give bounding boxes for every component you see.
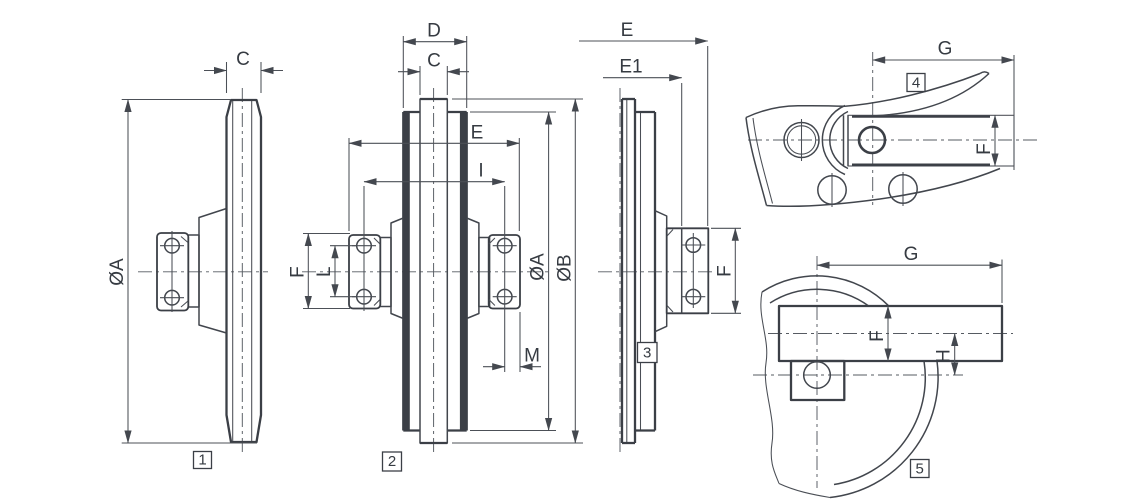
dimension-g: G (816, 244, 1003, 303)
dimension-m: M (483, 312, 541, 372)
dim-label-h: H (934, 349, 955, 363)
view-number-2: 2 (388, 453, 396, 470)
view-number-box (906, 72, 926, 93)
hub (466, 217, 480, 320)
dimension-i: I (363, 161, 506, 372)
view-5-frame-mount-side: G F H 5 (753, 244, 1013, 499)
dim-label-dia-b: ØB (554, 254, 575, 281)
hub (198, 207, 227, 334)
dimension-e: E (579, 20, 709, 226)
dim-label-c: C (427, 51, 441, 72)
dimension-e1: E1 (603, 57, 683, 226)
dimension-e: E (348, 123, 520, 231)
dimension-c: C (204, 49, 283, 93)
break-line (778, 483, 831, 499)
view-number-box (192, 450, 213, 470)
bearing-collar (187, 234, 200, 308)
frame-arc-inner (769, 288, 870, 307)
dimension-g: G (872, 39, 1015, 170)
view-1-wheel-side-elevation: C ØA 1 (107, 49, 283, 470)
dimension-f: F (867, 305, 892, 362)
view-number-1: 1 (198, 452, 206, 469)
frame-arm-tip-outer (844, 72, 981, 108)
frame-arm-top-edge (745, 104, 846, 119)
view-3-wheel-side-elevation: E E1 F 3 (579, 20, 741, 455)
view-number-5: 5 (916, 461, 924, 478)
shaft-housing (789, 359, 846, 402)
dim-label-e: E (471, 123, 484, 144)
dim-label-g: G (904, 244, 919, 265)
dimension-l: L (314, 245, 356, 298)
dim-label-e1: E1 (619, 57, 642, 78)
dimension-f: F (974, 114, 999, 167)
dim-label-m: M (524, 346, 540, 367)
dimension-d: D (402, 21, 468, 108)
dim-label-d: D (427, 21, 441, 42)
view-number-box (909, 458, 930, 479)
dim-label-l: L (314, 266, 335, 277)
frame-arc-lower-outer (829, 360, 939, 499)
dim-label-dia-a: ØA (107, 258, 128, 286)
dimension-h: H (934, 333, 959, 376)
mounting-bracket (665, 227, 710, 315)
tread-section (419, 97, 449, 445)
view-number-4: 4 (912, 75, 920, 92)
dimension-dia-a: ØA (470, 111, 556, 432)
break-line (752, 117, 774, 204)
idler-shaft (857, 125, 887, 155)
dim-label-f: F (287, 266, 308, 278)
wheel-outline (225, 98, 263, 444)
view-4-frame-mount-plan: G F 4 (745, 39, 1040, 208)
dim-label-f: F (974, 143, 995, 155)
frame-arm-bottom-edge (766, 167, 1001, 208)
fork-boss-outer (821, 104, 846, 176)
break-line (760, 291, 780, 484)
dim-label-g: G (938, 39, 953, 60)
frame-arc-lower-inner (833, 360, 927, 486)
mounting-bracket (348, 234, 382, 310)
view-2-wheel-front-section: D C E I F (287, 21, 583, 472)
hub (390, 217, 404, 320)
idler-shaft (802, 360, 832, 390)
dim-label-f: F (867, 330, 888, 342)
dim-label-dia-a: ØA (528, 253, 549, 281)
dim-label-e: E (621, 20, 634, 41)
rim-section (402, 110, 468, 432)
dim-label-f: F (714, 265, 735, 277)
view-number-box (381, 451, 403, 472)
dimension-f: F (287, 232, 350, 310)
dimension-dia-a: ØA (107, 98, 257, 444)
dim-label-c: C (236, 49, 250, 70)
view-number-box (636, 341, 658, 364)
dimension-dia-b: ØB (452, 98, 583, 444)
dimension-f: F (711, 227, 741, 314)
mounting-bracket (156, 232, 190, 312)
dimension-c: C (398, 51, 469, 95)
view-number-3: 3 (643, 345, 651, 362)
frame-arc-outer (761, 275, 890, 307)
break-line (745, 117, 768, 206)
hub (654, 210, 668, 333)
fork-boss-inner (829, 110, 849, 170)
dim-label-i: I (478, 161, 483, 182)
